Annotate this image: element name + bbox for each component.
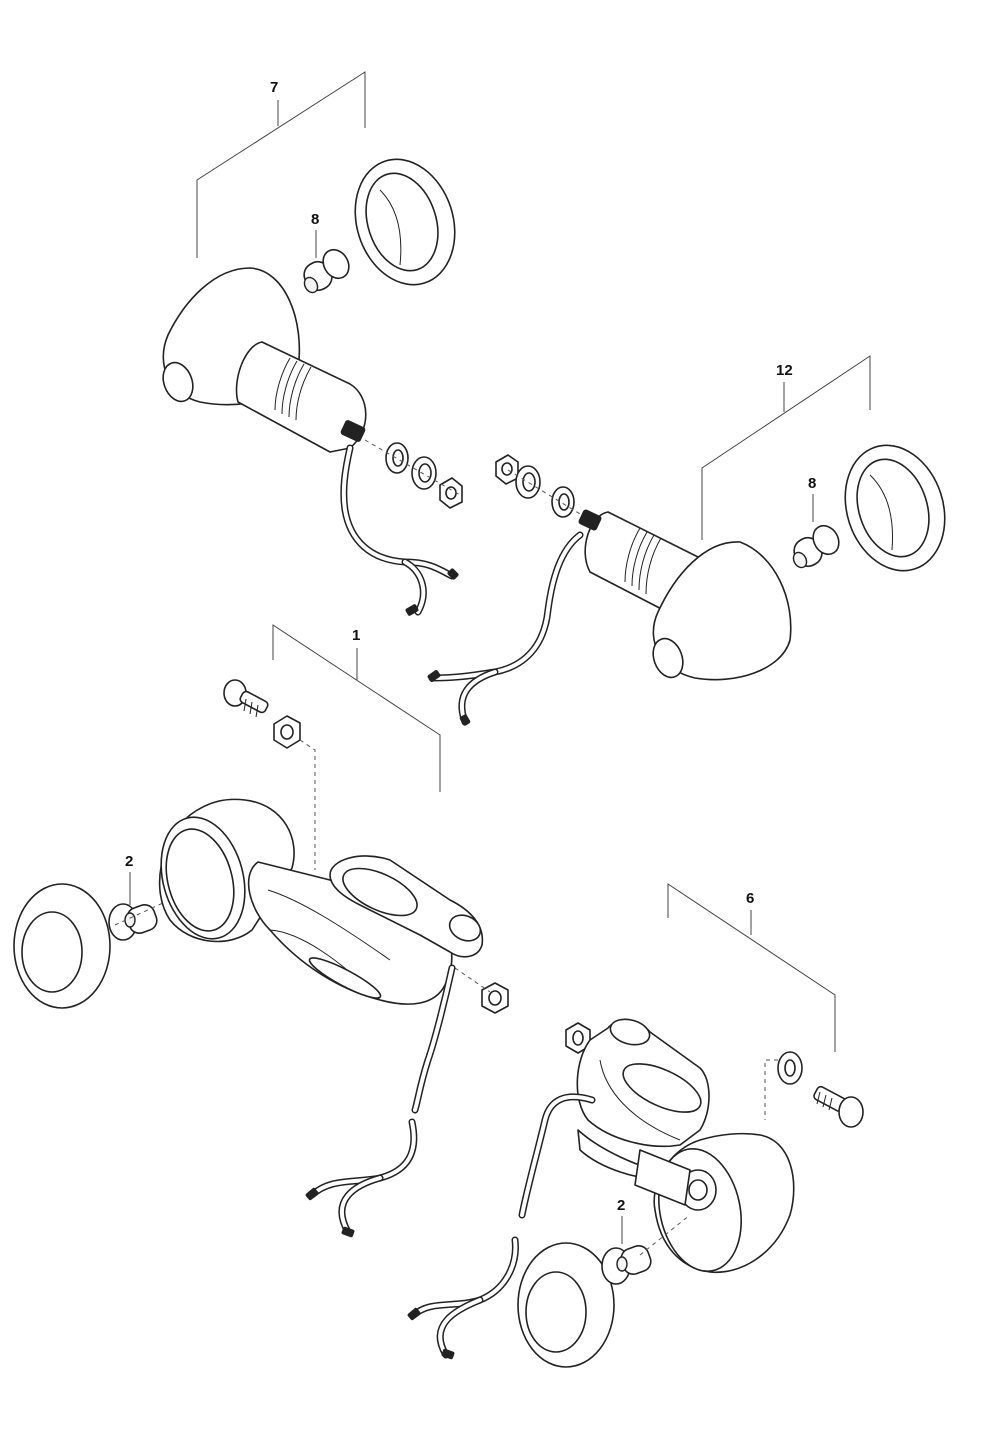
callout-8-right: 8 — [808, 475, 816, 522]
washer-low-right — [777, 1051, 803, 1085]
indicator-assembly-7 — [162, 158, 463, 616]
bracket-mid — [247, 855, 484, 1005]
bolt-mid — [223, 679, 269, 718]
nut-mid-lower — [481, 982, 509, 1014]
washer-2-top — [411, 456, 437, 490]
callout-1: 1 — [272, 624, 441, 792]
stud-top — [340, 420, 366, 442]
housing-low — [634, 1132, 795, 1274]
lens-ring-right — [844, 444, 946, 572]
bolt-low-right — [813, 1085, 864, 1128]
label-part-12: 12 — [776, 362, 793, 379]
bracket-low — [576, 1018, 710, 1180]
washer-1-right — [515, 465, 541, 499]
bulb-top — [303, 248, 350, 294]
bulb-right — [792, 524, 840, 569]
callout-12: 12 — [701, 355, 871, 540]
callout-8-top: 8 — [311, 211, 319, 258]
label-part-1: 1 — [352, 627, 360, 644]
indicator-assembly-1 — [13, 679, 509, 1238]
housing-right — [652, 541, 792, 681]
wire-low — [407, 1093, 596, 1360]
nut-mid-upper — [273, 715, 301, 749]
washer-1-top — [385, 442, 409, 474]
wire-top — [340, 444, 459, 616]
label-part-6: 6 — [746, 890, 754, 907]
label-part-2-bottom: 2 — [617, 1197, 625, 1214]
callout-6: 6 — [667, 883, 836, 1052]
lens-cap-low — [517, 1242, 615, 1368]
washer-2-right — [551, 486, 575, 518]
lens-cap-left — [13, 883, 111, 1009]
label-part-8-right: 8 — [808, 475, 816, 492]
bulb-left — [108, 903, 158, 941]
callout-2-bottom: 2 — [617, 1197, 625, 1244]
indicator-assembly-12 — [427, 444, 946, 726]
lens-ring-top — [354, 158, 456, 286]
label-part-2-left: 2 — [125, 853, 133, 870]
label-part-7: 7 — [270, 79, 278, 96]
wire-right — [427, 531, 584, 726]
wire-mid — [305, 964, 456, 1238]
indicator-assembly-6 — [407, 1018, 864, 1368]
nut-right — [495, 454, 519, 485]
callout-7: 7 — [196, 71, 366, 258]
callout-2-left: 2 — [125, 853, 133, 905]
label-part-8-top: 8 — [311, 211, 319, 228]
bulb-low — [601, 1245, 652, 1285]
nut-top — [439, 477, 463, 509]
